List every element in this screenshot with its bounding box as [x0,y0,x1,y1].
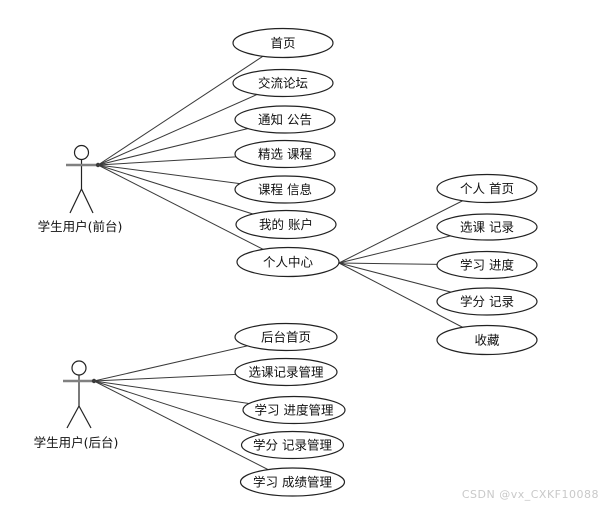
use-case-ellipse [436,324,538,356]
csdn-watermark: CSDN @vx_CXKF10088 [461,488,599,501]
use-case-grade-mgmt: 学习 成绩管理 [239,467,346,497]
use-case-label: 通知 公告 [258,112,312,127]
actor-hand-joint [91,378,97,384]
use-case-ellipse [235,209,337,240]
use-case-label: 学习 进度管理 [255,403,334,418]
use-case-my-account: 我的 账户 [235,209,337,240]
use-case-label: 学分 记录 [460,294,514,309]
use-case-credit-mgmt: 学分 记录管理 [240,430,345,460]
use-case-ellipse [436,287,538,316]
use-case-featured-courses: 精选 课程 [234,139,336,169]
use-case-ellipse [239,467,346,497]
association-grade-mgmt [93,380,293,483]
use-case-label: 收藏 [474,333,500,348]
use-case-favorites: 收藏 [436,324,538,356]
use-case-label: 课程 信息 [258,182,312,197]
use-case-label: 我的 账户 [259,217,313,232]
association-personal-center [97,164,289,263]
use-case-ellipse [232,27,334,59]
use-case-forum: 交流论坛 [232,68,334,98]
use-case-ellipse [234,139,336,169]
actor-label: 学生用户(后台) [34,435,119,450]
use-case-label: 首页 [270,36,295,51]
use-case-label: 精选 课程 [258,147,312,162]
actor-student-back: 学生用户(后台) [34,360,119,450]
actor-head [71,360,87,376]
use-case-notice: 通知 公告 [234,105,336,134]
use-case-progress-mgmt: 学习 进度管理 [242,395,346,425]
actor-leg-left [66,405,80,429]
use-case-label: 后台首页 [261,330,311,345]
use-case-ellipse [234,105,336,134]
use-case-label: 选课记录管理 [248,365,324,380]
use-case-ellipse [234,175,336,204]
use-case-ellipse [236,246,340,278]
use-case-ellipse [234,322,338,352]
use-case-course-record: 选课 记录 [436,213,538,241]
use-case-course-record-mgmt: 选课记录管理 [234,357,338,387]
use-case-ellipse [436,250,538,280]
use-case-label: 选课 记录 [460,220,514,235]
use-case-home: 首页 [232,27,334,59]
use-case-label: 学习 进度 [460,258,514,273]
use-case-ellipse [436,213,538,241]
use-case-course-info: 课程 信息 [234,175,336,204]
association-home [97,42,284,166]
actor-leg-left [69,188,83,214]
use-case-label: 个人 首页 [460,181,514,196]
use-case-label: 学习 成绩管理 [253,475,332,490]
use-case-study-progress: 学习 进度 [436,250,538,280]
actor-hand-joint [95,162,101,168]
use-case-ellipse [234,357,338,387]
use-case-label: 学分 记录管理 [253,438,332,453]
actor-head [73,144,90,161]
use-case-ellipse [436,173,538,204]
actor-leg-right [80,188,94,214]
use-case-personal-center: 个人中心 [236,246,340,278]
actor-label: 学生用户(前台) [38,219,123,234]
actor-leg-right [78,405,92,429]
use-case-label: 个人中心 [263,255,314,270]
use-case-personal-home: 个人 首页 [436,173,538,204]
use-case-ellipse [232,68,334,98]
actor-student-front: 学生用户(前台) [38,144,123,234]
use-case-ellipse [242,395,346,425]
use-case-admin-home: 后台首页 [234,322,338,352]
use-case-label: 交流论坛 [258,76,308,91]
use-case-credit-record: 学分 记录 [436,287,538,316]
use-case-ellipse [240,430,345,460]
association-forum [97,82,284,166]
